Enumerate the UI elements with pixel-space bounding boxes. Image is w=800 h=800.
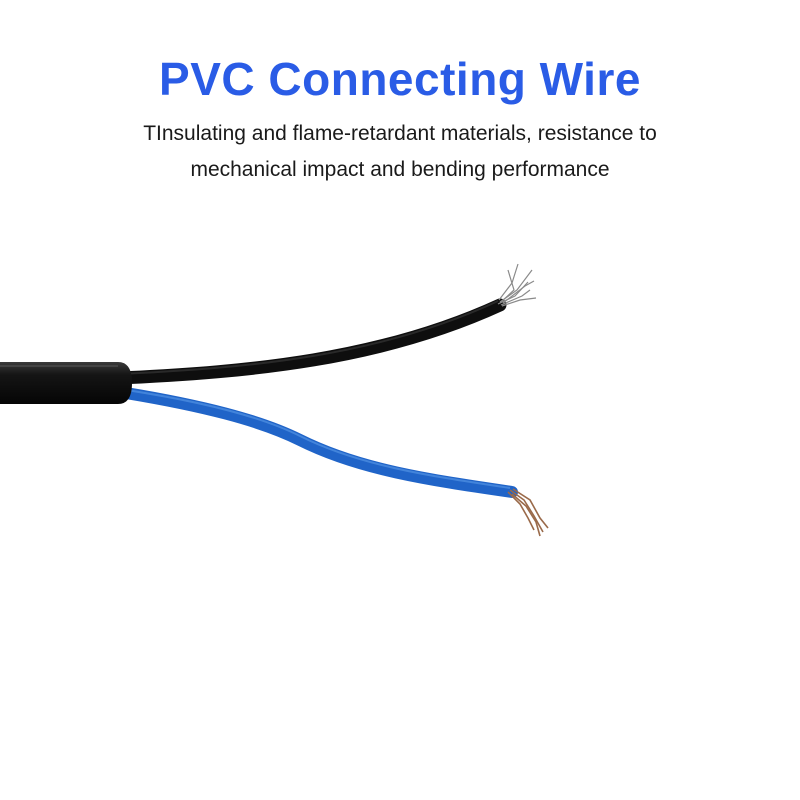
- black-wire: [113, 298, 507, 385]
- black-wire-strands: [497, 263, 537, 307]
- page-title: PVC Connecting Wire: [159, 53, 641, 105]
- page-subtitle: TInsulating and flame-retardant material…: [143, 122, 657, 181]
- blue-wire-strands: [507, 488, 549, 537]
- blue-wire: [114, 386, 518, 498]
- cable-sheath: [0, 362, 132, 404]
